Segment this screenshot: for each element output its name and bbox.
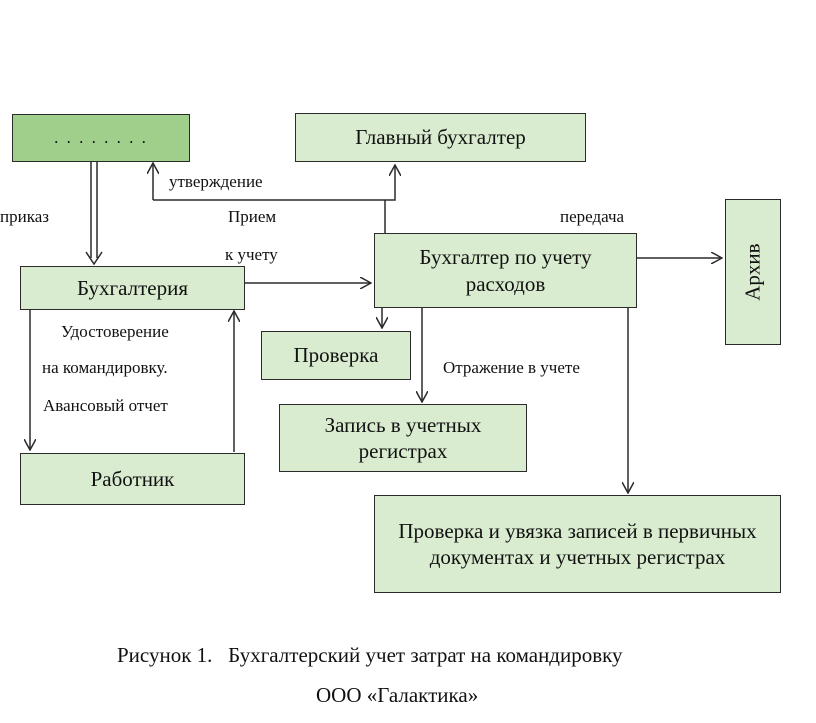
label-transfer: передача [560, 207, 625, 226]
accounting-text: Бухгалтерия [76, 275, 189, 300]
label-cert-2: на командировку. [42, 358, 168, 377]
label-approval: утверждение [169, 172, 263, 191]
worker-box: Работник [20, 453, 245, 505]
accounting-box: Бухгалтерия [20, 266, 245, 310]
reconcile-box: Проверка и увязка записей в первичных до… [374, 495, 781, 593]
expense-accountant-text: Бухгалтер по учету расходов [419, 245, 592, 296]
archive-box: Архив [725, 199, 781, 345]
check-text: Проверка [293, 343, 379, 368]
chief-accountant-box: Главный бухгалтер [295, 113, 586, 162]
expense-accountant-box: Бухгалтер по учету расходов [374, 233, 637, 308]
worker-text: Работник [90, 466, 175, 491]
label-accept-2: к учету [225, 245, 278, 264]
register-entry-text: Запись в учетных регистрах [324, 412, 482, 463]
label-reflect: Отражение в учете [443, 358, 580, 377]
check-box: Проверка [261, 331, 411, 380]
reconcile-text: Проверка и увязка записей в первичных до… [398, 518, 757, 569]
register-entry-box: Запись в учетных регистрах [279, 404, 527, 472]
label-order: приказ [0, 207, 49, 226]
label-accept-1: Прием [228, 207, 277, 226]
caption-line-2: ООО «Галактика» [316, 683, 479, 707]
label-cert-3: Авансовый отчет [43, 396, 168, 415]
dots-box: . . . . . . . . [12, 114, 190, 162]
caption-line-1: Рисунок 1. Бухгалтерский учет затрат на … [117, 643, 623, 667]
archive-text: Архив [740, 243, 765, 301]
label-cert-1: Удостоверение [61, 322, 169, 341]
dots-box-text: . . . . . . . . [54, 128, 148, 148]
chief-accountant-text: Главный бухгалтер [355, 125, 526, 150]
